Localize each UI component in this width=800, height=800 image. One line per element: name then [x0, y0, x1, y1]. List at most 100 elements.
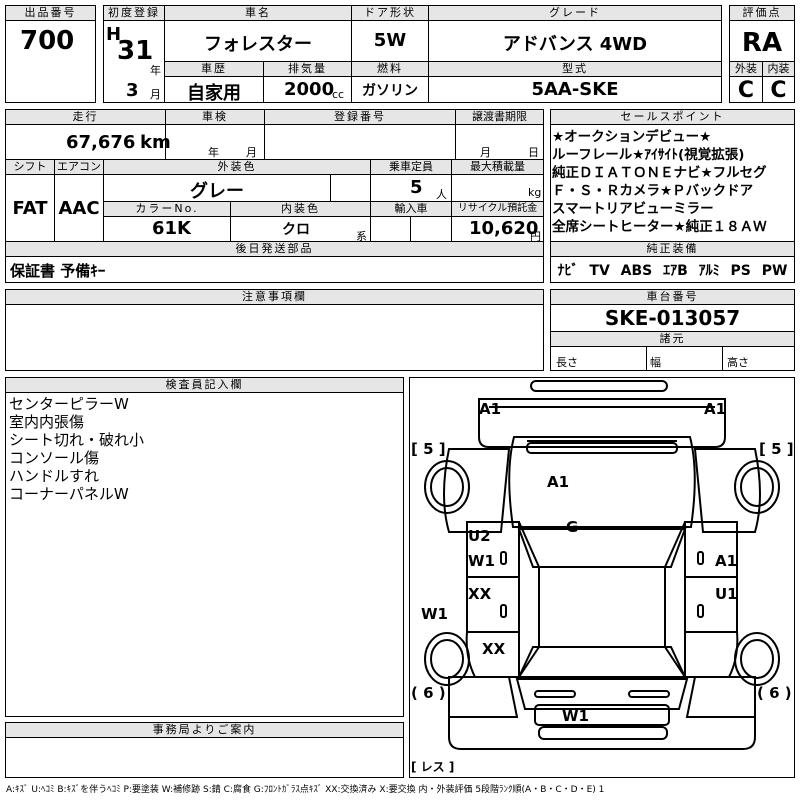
- sales-point-item: ルーフレール★ｱｲｻｲﾄ(視覚拡張): [552, 147, 745, 163]
- mark-hood: A1: [547, 473, 569, 491]
- width-label: 幅: [650, 356, 661, 369]
- label-shift: シフト: [5, 159, 55, 175]
- label-displacement: 排気量: [263, 61, 352, 77]
- mark-front-right: A1: [704, 400, 726, 418]
- transfer-day: 日: [528, 146, 539, 159]
- yen-unit: 円: [530, 230, 541, 243]
- sales-point-item: ★オークションデビュー★: [552, 129, 712, 145]
- specs-div1: [550, 346, 647, 371]
- genuine: ﾅﾋﾞ TV ABS ｴｱB ｱﾙﾐ PS PW: [557, 263, 788, 279]
- persons-unit: 人: [436, 188, 447, 201]
- ext-score: C: [737, 78, 755, 103]
- car-name: フォレスター: [204, 34, 312, 55]
- inspection-year: 年: [208, 146, 219, 159]
- label-ext-color: 外装色: [103, 159, 371, 175]
- genuine-box: [550, 256, 795, 283]
- cc-unit: cc: [332, 88, 345, 101]
- label-capacity: 乗車定員: [370, 159, 452, 175]
- int-score-box: [762, 76, 795, 103]
- aircon: AAC: [58, 198, 100, 219]
- mark-bracket-5-left: [ 5 ]: [411, 440, 446, 458]
- inspection-month: 月: [246, 146, 257, 159]
- inspector-box: [5, 392, 404, 717]
- mark-les: [ レス ]: [411, 760, 454, 774]
- kg-unit: kg: [528, 186, 542, 199]
- lot-no-box: [5, 20, 96, 103]
- height-label: 高さ: [727, 356, 749, 369]
- length-label: 長さ: [556, 356, 578, 369]
- model-box: [428, 76, 722, 103]
- inspector-note-item: ハンドルすれ: [9, 467, 100, 485]
- history: 自家用: [187, 83, 241, 104]
- label-office: 事務局よりご案内: [5, 722, 404, 738]
- label-specs: 諸元: [550, 331, 795, 347]
- label-history: 車歴: [164, 61, 264, 77]
- reg-month: 3: [126, 80, 139, 101]
- int-score: C: [770, 78, 787, 103]
- sales-point-item: Ｆ・Ｓ・Ｒカメラ★Ｐバックドア: [552, 183, 754, 199]
- sales-point-item: 全席シートヒーター★純正１８ＡＷ: [552, 219, 767, 235]
- mark-bracket-5-right: [ 5 ]: [759, 440, 794, 458]
- km-unit: km: [140, 132, 171, 153]
- inspector-note-item: 室内内張傷: [9, 413, 85, 431]
- ext-color: グレー: [190, 181, 244, 202]
- capacity: 5: [410, 177, 423, 198]
- sales-points-list: ★オークションデビュー★ルーフレール★ｱｲｻｲﾄ(視覚拡張)純正ＤＩＡＴＯＮＥナ…: [552, 128, 794, 236]
- color-no: 61K: [152, 218, 191, 239]
- car-diagram-box: [409, 377, 795, 778]
- label-mileage: 走行: [5, 109, 166, 125]
- mark-right-a1: A1: [715, 552, 737, 570]
- label-aircon: エアコン: [54, 159, 104, 175]
- label-genuine: 純正装備: [550, 241, 795, 257]
- mark-bracket-6-left: ( 6 ): [411, 684, 446, 702]
- lot-no: 700: [20, 26, 75, 56]
- label-score: 評価点: [729, 5, 795, 21]
- label-sales-points: セールスポイント: [550, 109, 795, 125]
- label-chassis: 車台番号: [550, 289, 795, 305]
- year-unit: 年: [150, 64, 161, 77]
- specs-div2: [646, 346, 723, 371]
- grade: アドバンス 4WD: [502, 34, 648, 55]
- kei-unit: 系: [356, 230, 367, 243]
- label-transfer: 譲渡書期限: [455, 109, 544, 125]
- mark-front-left: A1: [479, 400, 501, 418]
- label-grade: グレード: [428, 5, 722, 21]
- era: H: [106, 24, 122, 45]
- sales-point-item: スマートリアビューミラー: [552, 201, 714, 217]
- inspector-note-item: コンソール傷: [9, 449, 100, 467]
- label-lot-no: 出品番号: [5, 5, 96, 21]
- label-ext: 外装: [729, 61, 763, 77]
- label-int: 内装: [762, 61, 795, 77]
- inspector-note-item: センターピラーW: [9, 395, 129, 413]
- mark-left-u2: U2: [468, 527, 491, 545]
- label-fuel: 燃料: [351, 61, 429, 77]
- mark-left-w1b: W1: [421, 605, 448, 623]
- label-inspector: 検査員記入欄: [5, 377, 404, 393]
- mark-bracket-6-right: ( 6 ): [757, 684, 792, 702]
- mark-rear-w1: W1: [562, 707, 589, 725]
- month-unit: 月: [150, 88, 161, 101]
- label-inspection: 車検: [165, 109, 265, 125]
- label-later-parts: 後日発送部品: [5, 241, 544, 257]
- mark-right-u1: U1: [715, 585, 738, 603]
- label-import: 輸入車: [370, 201, 452, 217]
- car-outline: [424, 380, 780, 750]
- label-car-name: 車名: [164, 5, 352, 21]
- notes-box: [5, 304, 544, 371]
- mark-left-w1: W1: [468, 552, 495, 570]
- later-parts-box: [5, 256, 544, 283]
- mark-left-xx2: XX: [482, 640, 506, 658]
- door: 5W: [373, 30, 407, 51]
- inspector-note-item: シート切れ・破れ小: [9, 431, 145, 449]
- int-color: クロ: [282, 222, 310, 238]
- label-recycle: リサイクル預託金: [451, 201, 544, 217]
- fuel: ガソリン: [362, 83, 418, 99]
- label-model: 型式: [428, 61, 722, 77]
- reg-year: 31: [117, 36, 154, 66]
- ext-color-sub: [330, 174, 371, 202]
- later-parts: 保証書 予備ｷｰ: [10, 262, 106, 280]
- displacement: 2000: [284, 79, 335, 100]
- label-color-no: カラーNo.: [103, 201, 231, 217]
- inspector-note-item: コーナーパネルW: [9, 485, 129, 503]
